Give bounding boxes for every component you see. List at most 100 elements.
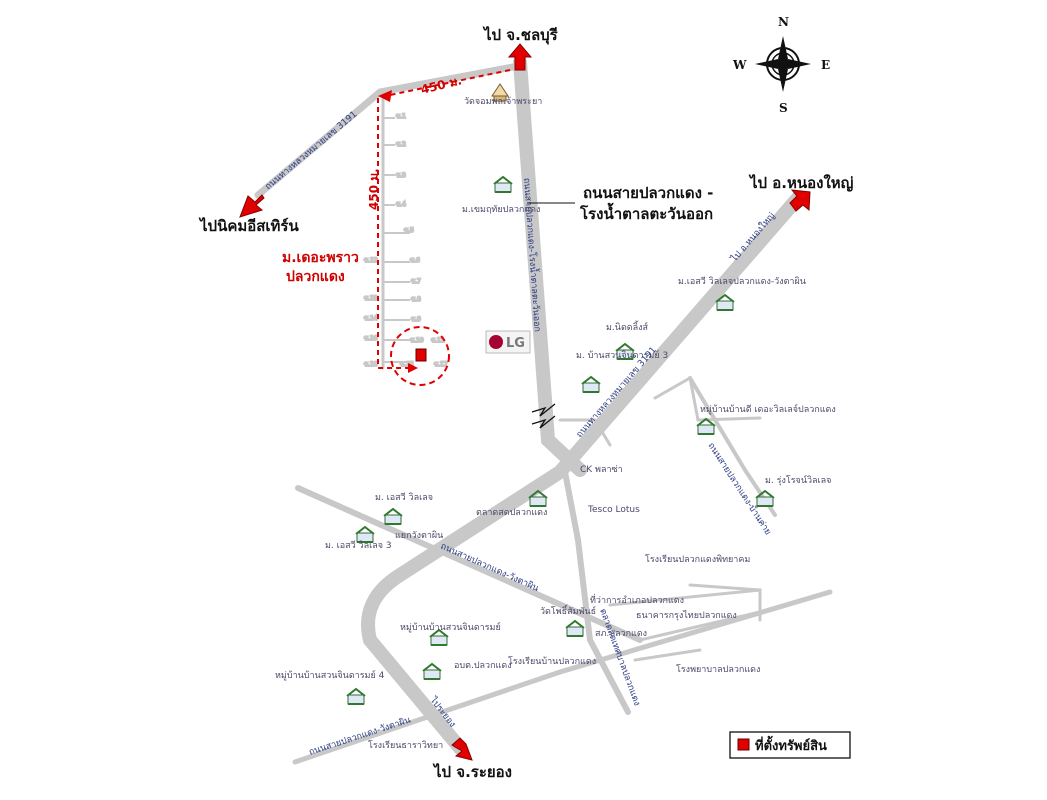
- compass-e: E: [821, 58, 830, 72]
- soi-branches: ซ.1 ซ.2 ซ.3 ซ.4 ซ.5 ซ.6 ซ.7 ซ.8 ซ.9 ซ.10 ซ.11 ซ.12 ซ…: [363, 112, 449, 369]
- main-road-callout-line1: ถนนสายปลวกแดง -: [583, 184, 713, 202]
- place-label-tesco: Tesco Lotus: [587, 505, 640, 515]
- house-icon: [493, 175, 513, 193]
- distance-label-side: 450 ม.: [367, 168, 381, 210]
- soi-label: ซ.13: [364, 295, 378, 302]
- legend-box: ที่ตั้งทรัพย์สิน: [729, 731, 851, 759]
- house-icon: [615, 342, 635, 360]
- place-label-village-5: หมู่บ้านบ้านดี เดอะวิลเลจ์ปลวกแดง: [700, 403, 836, 415]
- direction-north-label: ไป จ.ชลบุรี: [482, 25, 559, 45]
- lg-text: LG: [506, 336, 525, 351]
- soi-label: ซ.2: [396, 141, 406, 148]
- legend-label: ที่ตั้งทรัพย์สิน: [755, 735, 827, 754]
- distance-label-top: 450 ม.: [419, 73, 463, 97]
- place-label-bank: ธนาคารกรุงไทยปลวกแดง: [636, 610, 737, 621]
- village-name-line1: ม.เดอะพราว: [282, 250, 359, 266]
- place-label-police: สภ.ปลวกแดง: [595, 629, 647, 639]
- soi-label: ซ.14: [364, 315, 378, 322]
- house-icon: [422, 662, 442, 680]
- place-label-market: ตลาดสดปลวกแดง: [476, 508, 547, 518]
- bottom-road: [292, 589, 833, 765]
- roads: [254, 55, 833, 765]
- ne-branch-2: [653, 375, 762, 422]
- place-label-village-8: ม. เอสวี วิลเลจ 3: [325, 540, 392, 551]
- diagonal-ne-road: [553, 191, 805, 479]
- soi-label: ซ.6: [410, 257, 420, 264]
- soi-label: ซ.10: [410, 337, 424, 344]
- place-label-village-1: ม.เขมฤทัยปลวกแดง: [462, 205, 540, 215]
- direction-south-label: ไป จ.ระยอง: [432, 762, 512, 781]
- lower-road-text: ถนนสายปลวกแดง-วังตาผิน: [439, 541, 541, 594]
- compass-rose: [755, 36, 811, 92]
- place-label-village-3: ม.นิดดลิ้งส์: [606, 320, 649, 333]
- route-arrow-end: [408, 363, 418, 373]
- house-icon: [565, 619, 585, 637]
- main-road-callout-line2: โรงน้ำตาลตะวันออก: [579, 202, 713, 223]
- house-icon: [528, 489, 548, 507]
- direction-ne-label: ไป อ.หนองใหญ่: [748, 173, 854, 192]
- place-label-intersection: แยกวังตาผิน: [395, 530, 443, 541]
- route-to-property: [377, 69, 511, 369]
- lower-curve-road: [361, 465, 567, 755]
- soi-label: ซ.9: [411, 316, 421, 323]
- town-grid-4: [688, 583, 762, 622]
- compass-s: S: [779, 101, 788, 115]
- soi-label: ซ.18: [364, 361, 378, 368]
- temple-top-label: วัดจอมพลเจ้าพระยา: [464, 96, 542, 107]
- soi-label: ซ.3: [396, 172, 406, 179]
- property-highlight-circle: [390, 326, 450, 386]
- soi-label: ซ.12: [364, 257, 378, 264]
- direction-west-arrow: [239, 194, 265, 218]
- house-icon: [355, 525, 375, 543]
- place-label-village-2: ม.เอสวี วิลเลจปลวกแดง-วังตาผิน: [678, 276, 806, 287]
- place-label-village-6: ม. รุ่งโรจน์วิลเลจ: [765, 474, 831, 486]
- house-icon: [715, 293, 735, 311]
- soi-label: ซ.1: [396, 113, 406, 120]
- ne-branch-1: [688, 376, 777, 517]
- place-label-temple-2: วัดโพธิ์สัมพันธ์: [540, 604, 596, 617]
- east-branch-text: ถนนสายปลวกแดง-บ้านค่าย: [705, 441, 773, 537]
- direction-south-arrow: [451, 737, 473, 761]
- bottom-road-text: ถนนสายปลวกแดง-วังตาผิน: [308, 715, 413, 758]
- soi-label: ซ.7: [411, 278, 421, 285]
- compass-w: W: [732, 58, 747, 72]
- town-grid-3: [633, 648, 702, 662]
- small-road-west: [558, 418, 612, 447]
- house-icon: [581, 375, 601, 393]
- soi-label: ซ.5: [404, 227, 414, 234]
- top-west-road: [254, 62, 522, 199]
- place-label-hospital: โรงพยาบาลปลวกแดง: [676, 664, 760, 675]
- place-label-school-1: โรงเรียนปลวกแดงพิทยาคม: [645, 554, 750, 565]
- house-icon: [755, 489, 775, 507]
- temple-icon: [491, 83, 509, 102]
- lg-logo-icon: LG: [485, 330, 531, 354]
- west-branch-road: [295, 485, 643, 643]
- road-break-symbol: [531, 403, 556, 429]
- place-label-village-9: หมู่บ้านบ้านสวนจินดารมย์: [400, 621, 501, 633]
- soi-label: ซ.17: [434, 361, 448, 368]
- place-label-village-4: ม. บ้านสวนจินดารมย์ 3: [576, 349, 668, 361]
- house-icon: [429, 628, 449, 646]
- soi-label: ซ.4: [396, 201, 406, 208]
- legend-property-swatch: [737, 738, 750, 751]
- soi-label: ซ.11: [431, 337, 445, 344]
- direction-ne-arrow: [789, 189, 811, 212]
- house-icon: [346, 687, 366, 705]
- village-icons: [346, 175, 775, 705]
- place-label-hospital-sub: อบต.ปลวกแดง: [454, 661, 512, 671]
- place-label-village-7: ม. เอสวี วิลเลจ: [375, 492, 433, 503]
- compass-n: N: [778, 15, 789, 29]
- route-arrow-top: [378, 90, 392, 102]
- place-label-school-3: โรงเรียนธาราวิทยา: [368, 740, 443, 751]
- direction-west-label: ไปนิคมอีสเทิร์น: [198, 216, 299, 235]
- place-label-village-10: หมู่บ้านบ้านสวนจินดารมย์ 4: [275, 669, 385, 681]
- place-label-school-2: โรงเรียนบ้านปลวกแดง: [508, 656, 596, 667]
- soi-label: ซ.15: [400, 361, 414, 368]
- place-label-district-office: ที่ว่าการอำเภอปลวกแดง: [590, 593, 684, 606]
- soi-label: ซ.8: [411, 296, 421, 303]
- village-name-line2: ปลวกแดง: [286, 269, 345, 285]
- property-marker: [415, 348, 427, 362]
- soi-label: ซ.16: [364, 335, 378, 342]
